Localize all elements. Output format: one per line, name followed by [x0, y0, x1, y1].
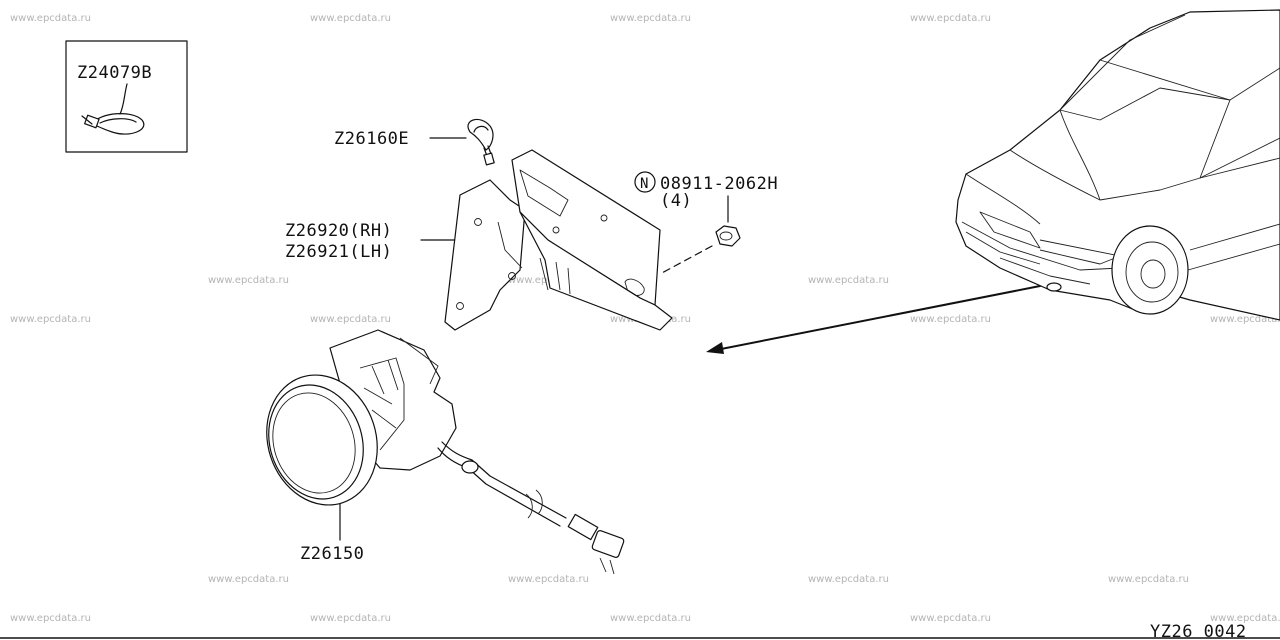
- watermark: www.epcdata.ru: [910, 613, 991, 624]
- watermark: www.epcdata.ru: [910, 13, 991, 24]
- bracket-part: Z26920(RH) Z26921(LH): [285, 149, 673, 331]
- watermark: www.epcdata.ru: [310, 314, 391, 325]
- watermark: www.epcdata.ru: [1108, 574, 1189, 585]
- watermark: www.epcdata.ru: [1210, 314, 1280, 325]
- watermark: www.epcdata.ru: [910, 314, 991, 325]
- cable-tie-icon: [81, 113, 145, 135]
- watermark: www.epcdata.ru: [808, 574, 889, 585]
- part-label-cable-tie[interactable]: Z24079B: [77, 63, 152, 83]
- watermark: www.epcdata.ru: [610, 613, 691, 624]
- watermark: www.epcdata.ru: [10, 613, 91, 624]
- cable-tie-inset: Z24079B: [65, 40, 188, 153]
- bracket-icon: [444, 149, 673, 331]
- part-label-bracket-lh[interactable]: Z26921(LH): [285, 242, 392, 262]
- part-label-clip[interactable]: Z26160E: [334, 129, 409, 149]
- nut-symbol: N: [640, 176, 649, 192]
- location-arrow: [706, 285, 1041, 354]
- watermark: www.epcdata.ru: [208, 574, 289, 585]
- watermark: www.epcdata.ru: [310, 13, 391, 24]
- part-label-bracket-rh[interactable]: Z26920(RH): [285, 221, 392, 241]
- watermark: www.epcdata.ru: [808, 275, 889, 286]
- part-label-fog-lamp[interactable]: Z26150: [300, 544, 364, 564]
- watermark: www.epcdata.ru: [610, 13, 691, 24]
- nut-symbol-badge: [634, 171, 656, 193]
- part-label-nut[interactable]: 08911-2062H: [660, 174, 778, 194]
- diagram-code: YZ26 0042: [1150, 622, 1247, 640]
- nut-part: N 08911-2062H (4): [634, 171, 778, 275]
- part-label-nut-qty: (4): [660, 191, 692, 211]
- car-icon: [955, 9, 1280, 321]
- watermark: www.epcdata.ru: [10, 13, 91, 24]
- watermark: www.epcdata.ru: [208, 275, 289, 286]
- watermark: www.epcdata.ru: [310, 613, 391, 624]
- clip-icon: [467, 118, 495, 166]
- watermark: www.epcdata.ru: [10, 314, 91, 325]
- nut-icon: [715, 225, 741, 247]
- clip-part: Z26160E: [334, 118, 495, 166]
- watermark: www.epcdata.ru: [1210, 613, 1280, 624]
- fog-lamp-part: Z26150: [266, 329, 625, 575]
- nut-leader-dashed: [659, 245, 713, 275]
- watermark: www.epcdata.ru: [508, 574, 589, 585]
- fog-lamp-icon: [266, 329, 625, 575]
